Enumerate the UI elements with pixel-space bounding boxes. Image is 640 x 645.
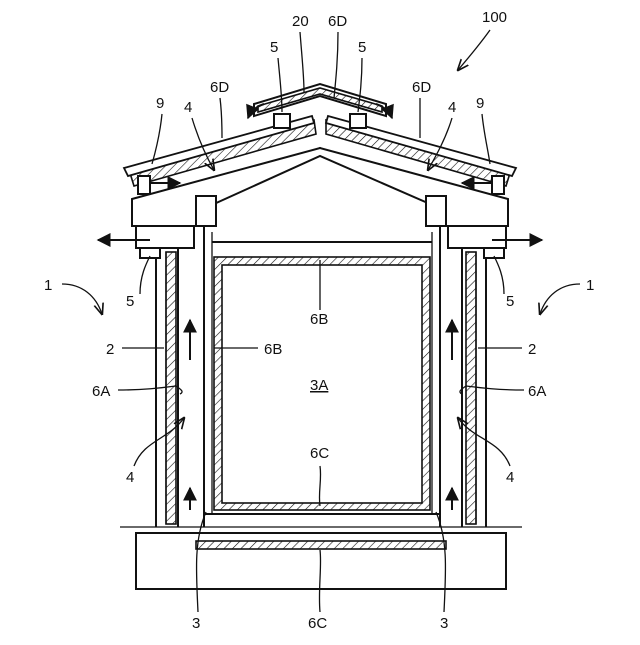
label-1-right: 1 xyxy=(586,277,594,294)
label-4-left: 4 xyxy=(126,469,134,486)
label-6a-right: 6A xyxy=(528,383,546,400)
label-9-left: 9 xyxy=(156,95,164,112)
label-5-ridge-left: 5 xyxy=(270,39,278,56)
label-6d-left: 6D xyxy=(210,79,229,96)
reference-labels: 100 20 6D 5 5 9 9 6D 6D 4 4 1 1 5 xyxy=(44,9,594,632)
label-6d-top: 6D xyxy=(328,13,347,30)
label-3-right: 3 xyxy=(440,615,448,632)
label-2-right: 2 xyxy=(528,341,536,358)
label-2-left: 2 xyxy=(106,341,114,358)
label-6c-room: 6C xyxy=(310,445,329,462)
label-6a-left: 6A xyxy=(92,383,110,400)
label-6d-right: 6D xyxy=(412,79,431,96)
label-9-right: 9 xyxy=(476,95,484,112)
label-5-left: 5 xyxy=(126,293,134,310)
label-4-roof-left: 4 xyxy=(184,99,192,116)
label-4-right: 4 xyxy=(506,469,514,486)
label-4-roof-right: 4 xyxy=(448,99,456,116)
roof-structure xyxy=(124,84,516,258)
label-6b-side: 6B xyxy=(264,341,282,358)
floor-insulation-6c xyxy=(196,541,446,549)
label-3a: 3A xyxy=(310,377,328,394)
label-3-left: 3 xyxy=(192,615,200,632)
label-5-ridge-right: 5 xyxy=(358,39,366,56)
label-5-right: 5 xyxy=(506,293,514,310)
label-6c-bottom: 6C xyxy=(308,615,327,632)
label-6b-top: 6B xyxy=(310,311,328,328)
label-100: 100 xyxy=(482,9,507,26)
label-1-left: 1 xyxy=(44,277,52,294)
label-20: 20 xyxy=(292,13,309,30)
